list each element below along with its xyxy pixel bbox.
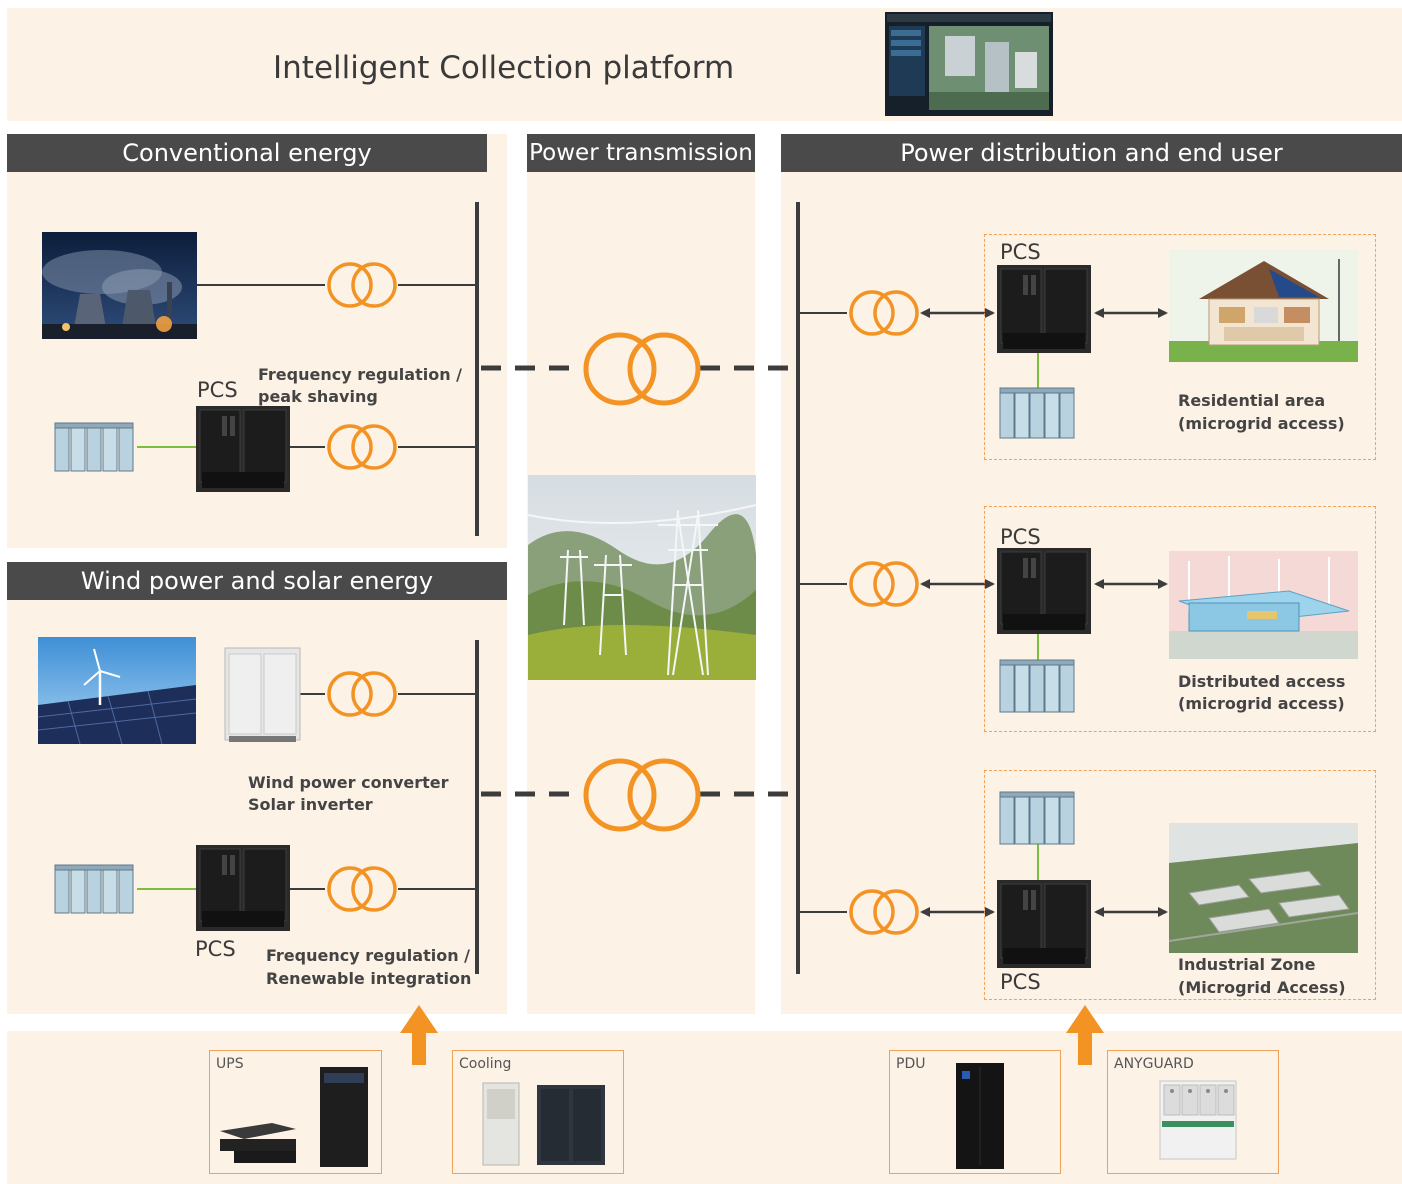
pcs-label: PCS	[1000, 525, 1041, 549]
platform-screenshot	[885, 12, 1053, 116]
header-power-distribution: Power distribution and end user	[781, 134, 1402, 172]
distributed-group	[984, 506, 1376, 732]
product-ups-label: UPS	[216, 1056, 244, 1072]
label-freq-peak-2: peak shaving	[258, 387, 378, 406]
residential-group	[984, 234, 1376, 460]
page-title: Intelligent Collection platform	[273, 50, 735, 86]
transformer-icon	[849, 290, 919, 336]
inverter-cabinet-icon	[224, 647, 301, 742]
product-anyguard-label: ANYGUARD	[1114, 1056, 1194, 1072]
product-ups: UPS	[209, 1050, 382, 1174]
transformer-icon	[849, 889, 919, 935]
label-wind-converter: Wind power converter	[248, 773, 449, 792]
label-industrial-2: (Microgrid Access)	[1178, 978, 1346, 997]
label-residential-2: (microgrid access)	[1178, 414, 1345, 433]
pcs-label: PCS	[197, 378, 238, 402]
label-solar-inverter: Solar inverter	[248, 795, 373, 814]
product-pdu-label: PDU	[896, 1056, 926, 1072]
battery-icon	[54, 864, 134, 914]
transformer-icon	[327, 671, 397, 717]
transformer-icon	[327, 866, 397, 912]
label-freq-ren-1: Frequency regulation /	[266, 946, 471, 965]
pcs-cabinet-icon	[196, 845, 290, 931]
product-pdu: PDU	[889, 1050, 1061, 1174]
battery-icon	[999, 387, 1075, 439]
transformer-icon	[327, 262, 397, 308]
transmission-tower-photo	[527, 475, 757, 680]
battery-icon	[54, 422, 134, 472]
platform-panel	[7, 8, 1402, 121]
product-cooling-label: Cooling	[459, 1056, 512, 1072]
label-industrial-1: Industrial Zone	[1178, 955, 1316, 974]
industrial-zone-photo	[1168, 823, 1359, 953]
up-arrow-icon	[1066, 1005, 1104, 1065]
transmission-transformer-icon	[583, 332, 701, 406]
product-anyguard: ANYGUARD	[1107, 1050, 1279, 1174]
industrial-group	[984, 770, 1376, 1000]
header-conventional-energy: Conventional energy	[7, 134, 487, 172]
battery-icon	[999, 659, 1075, 713]
pcs-label: PCS	[195, 937, 236, 961]
label-freq-peak-1: Frequency regulation /	[258, 365, 463, 384]
transmission-transformer-icon	[583, 758, 701, 832]
pcs-cabinet-icon	[997, 265, 1091, 353]
cooling-icon	[482, 1082, 605, 1166]
power-plant-photo	[42, 232, 197, 339]
distributed-access-photo	[1169, 551, 1358, 659]
header-power-transmission: Power transmission	[527, 134, 755, 172]
label-distributed-2: (microgrid access)	[1178, 694, 1345, 713]
pcs-cabinet-icon	[196, 406, 290, 492]
pcs-cabinet-icon	[997, 548, 1091, 634]
product-cooling: Cooling	[452, 1050, 624, 1174]
pcs-label: PCS	[1000, 240, 1041, 264]
transformer-icon	[327, 424, 397, 470]
pcs-label: PCS	[1000, 970, 1041, 994]
battery-icon	[999, 791, 1075, 845]
ups-icon	[220, 1067, 368, 1167]
residential-house-photo	[1169, 249, 1358, 362]
label-distributed-1: Distributed access	[1178, 672, 1346, 691]
label-residential-1: Residential area	[1178, 391, 1326, 410]
label-freq-ren-2: Renewable integration	[266, 969, 472, 988]
wind-solar-photo	[37, 637, 197, 745]
transformer-icon	[849, 561, 919, 607]
pcs-cabinet-icon	[997, 880, 1091, 968]
anyguard-icon	[1159, 1080, 1237, 1160]
pdu-icon	[956, 1063, 1004, 1169]
up-arrow-icon	[400, 1005, 438, 1065]
header-wind-solar: Wind power and solar energy	[7, 562, 507, 600]
